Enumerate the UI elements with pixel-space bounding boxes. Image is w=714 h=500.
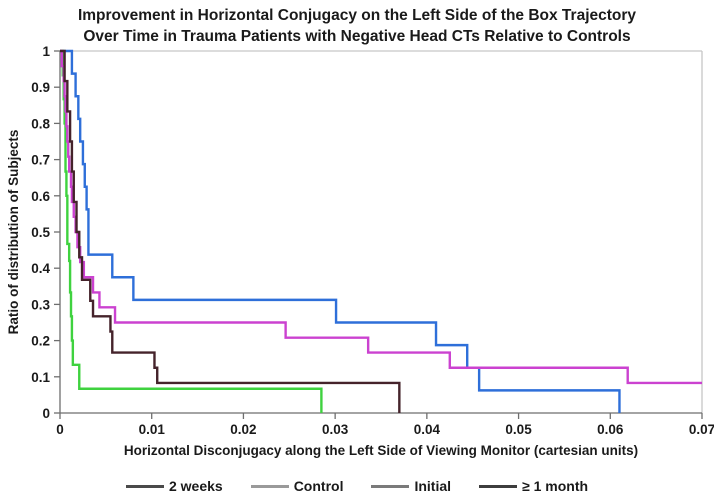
legend-line-icon xyxy=(371,484,410,488)
y-tick-label: 0.1 xyxy=(31,370,50,385)
y-tick-label: 0.4 xyxy=(31,261,50,276)
chart-title-line-1: Improvement in Horizontal Conjugacy on t… xyxy=(77,7,637,24)
series-line-control xyxy=(60,49,323,413)
legend-item-2-weeks: 2 weeks xyxy=(125,478,223,494)
legend-line-icon xyxy=(479,484,518,488)
y-tick-label: 0.5 xyxy=(31,225,50,240)
legend-label: ≥ 1 month xyxy=(522,478,589,494)
series-line-2-weeks xyxy=(60,49,621,413)
chart-legend: 2 weeks Control Initial ≥ 1 month xyxy=(0,478,714,494)
legend-line-icon xyxy=(125,484,164,488)
legend-item-initial: Initial xyxy=(371,478,451,494)
plot-area: 0 0.01 0.02 0.03 0.04 0.05 0.06 0.07 0 0.1 0.2 0.3 0… xyxy=(31,44,714,437)
y-tick-label: 0.3 xyxy=(31,297,50,312)
legend-item-control: Control xyxy=(250,478,344,494)
legend-label: Initial xyxy=(414,478,452,494)
x-tick-label: 0.02 xyxy=(230,422,256,437)
x-tick-label: 0.01 xyxy=(139,422,166,437)
x-tick-label: 0 xyxy=(56,422,64,437)
x-tick-label: 0.04 xyxy=(414,422,441,437)
series-line--1-month xyxy=(60,49,401,413)
legend-line-icon xyxy=(250,484,289,488)
y-tick-label: 1 xyxy=(42,44,50,59)
y-tick-label: 0.6 xyxy=(31,189,50,204)
x-tick-label: 0.06 xyxy=(597,422,624,437)
x-tick-label: 0.03 xyxy=(322,422,349,437)
y-tick-label: 0.8 xyxy=(31,116,50,131)
y-tick-label: 0.9 xyxy=(31,80,50,95)
legend-item-1-month: ≥ 1 month xyxy=(479,478,588,494)
series-line-initial xyxy=(60,49,702,385)
x-tick-label: 0.07 xyxy=(689,422,714,437)
legend-label: 2 weeks xyxy=(168,478,223,494)
y-tick-label: 0.2 xyxy=(31,334,50,349)
x-axis-label: Horizontal Disconjugacy along the Left S… xyxy=(123,443,639,458)
chart-title-line-2: Over Time in Trauma Patients with Negati… xyxy=(83,28,631,45)
y-tick-label: 0.7 xyxy=(31,153,50,168)
y-tick-label: 0 xyxy=(42,406,50,421)
x-tick-label: 0.05 xyxy=(505,422,532,437)
legend-label: Control xyxy=(293,478,344,494)
chart-title: Improvement in Horizontal Conjugacy on t… xyxy=(0,5,714,47)
